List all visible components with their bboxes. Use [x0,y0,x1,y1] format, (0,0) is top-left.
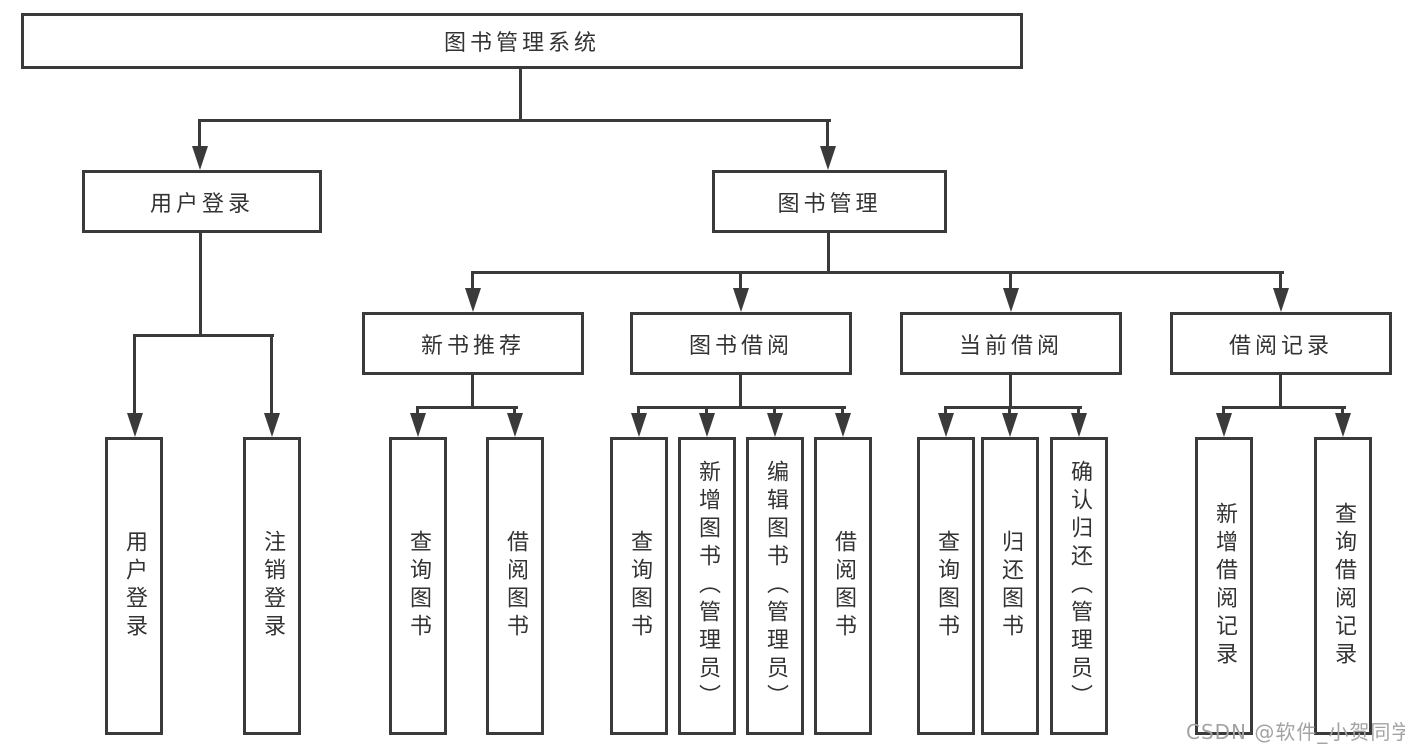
connector-drop [198,119,201,150]
connector-drop [944,406,947,418]
arrow-down-icon [1003,288,1019,312]
connector-stub [199,233,202,337]
connector-stub [471,375,474,409]
connector-drop [1341,406,1344,418]
arrow-down-icon [938,413,954,437]
connector-drop [513,406,516,418]
leaf-edit-books-admin: 编辑图书（管理员） [746,437,804,735]
connector-drop [637,406,640,418]
connector-stub [1009,375,1012,409]
leaf-return-books: 归还图书 [981,437,1039,735]
connector-rail [638,406,846,409]
csdn-watermark: CSDN @软件_小贺同学 [1186,720,1405,744]
arrow-down-icon [699,413,715,437]
node-user-login: 用户登录 [82,170,322,233]
arrow-down-icon [1071,413,1087,437]
arrow-down-icon [820,146,836,170]
connector-root-rail [199,119,831,122]
connector-drop [270,334,273,414]
arrow-down-icon [1273,288,1289,312]
connector-rail [945,406,1082,409]
node-label: 注销登录 [260,530,285,642]
node-new-book-recommend: 新书推荐 [362,312,584,375]
leaf-confirm-return-admin: 确认归还（管理员） [1050,437,1108,735]
arrow-down-icon [127,413,143,437]
connector-drop [1008,406,1011,418]
leaf-query-books-current: 查询图书 [917,437,975,735]
arrow-down-icon [631,413,647,437]
connector-drop [133,334,136,414]
node-label: 编辑图书（管理员） [763,460,788,712]
connector-drop [1009,271,1012,293]
connector-rail [134,334,274,337]
connector-drop [416,406,419,418]
arrow-down-icon [767,413,783,437]
arrow-down-icon [465,288,481,312]
arrow-down-icon [264,413,280,437]
node-label: 查询借阅记录 [1331,502,1356,670]
connector-rail [472,271,1284,274]
arrow-down-icon [1002,413,1018,437]
connector-drop [705,406,708,418]
node-label: 当前借阅 [958,333,1063,359]
node-label: 用户登录 [122,530,147,642]
connector-drop [826,119,829,150]
node-label: 查询图书 [934,530,959,642]
node-label: 借阅图书 [831,530,856,642]
leaf-query-books-newbooks: 查询图书 [389,437,447,735]
connector-drop [739,271,742,293]
connector-drop [471,271,474,293]
connector-drop [1279,271,1282,293]
leaf-borrow-books: 借阅图书 [814,437,872,735]
node-label: 新增图书（管理员） [695,460,720,712]
arrow-down-icon [507,413,523,437]
arrow-down-icon [835,413,851,437]
arrow-down-icon [192,146,208,170]
node-label: 图书管理系统 [443,31,600,56]
connector-stub [739,375,742,409]
connector-drop [1222,406,1225,418]
connector-rail [417,406,518,409]
node-label: 查询图书 [627,530,652,642]
arrow-down-icon [733,288,749,312]
leaf-add-borrow-record: 新增借阅记录 [1195,437,1253,735]
connector-root-stub [519,69,522,122]
arrow-down-icon [1216,413,1232,437]
node-label: 查询图书 [406,530,431,642]
node-label: 借阅图书 [503,530,528,642]
node-label: 用户登录 [149,191,254,217]
node-borrow-records: 借阅记录 [1170,312,1392,375]
node-current-borrow: 当前借阅 [900,312,1122,375]
connector-rail [1223,406,1346,409]
arrow-down-icon [410,413,426,437]
leaf-logout: 注销登录 [243,437,301,735]
connector-stub [1279,375,1282,409]
leaf-query-books-borrow: 查询图书 [610,437,668,735]
node-label: 确认归还（管理员） [1067,460,1092,712]
leaf-user-login: 用户登录 [105,437,163,735]
connector-stub [827,232,830,274]
node-book-management: 图书管理 [712,170,947,233]
node-label: 借阅记录 [1228,333,1333,359]
leaf-borrow-books-newbooks: 借阅图书 [486,437,544,735]
connector-drop [841,406,844,418]
node-label: 图书管理 [777,191,882,217]
connector-drop [1077,406,1080,418]
connector-drop [773,406,776,418]
node-label: 新书推荐 [420,333,525,359]
node-library-system: 图书管理系统 [21,13,1023,69]
node-label: 新增借阅记录 [1212,502,1237,670]
node-label: 归还图书 [998,530,1023,642]
leaf-add-books-admin: 新增图书（管理员） [678,437,736,735]
arrow-down-icon [1335,413,1351,437]
node-label: 图书借阅 [688,333,793,359]
node-book-borrow: 图书借阅 [630,312,852,375]
leaf-query-borrow-record: 查询借阅记录 [1314,437,1372,735]
